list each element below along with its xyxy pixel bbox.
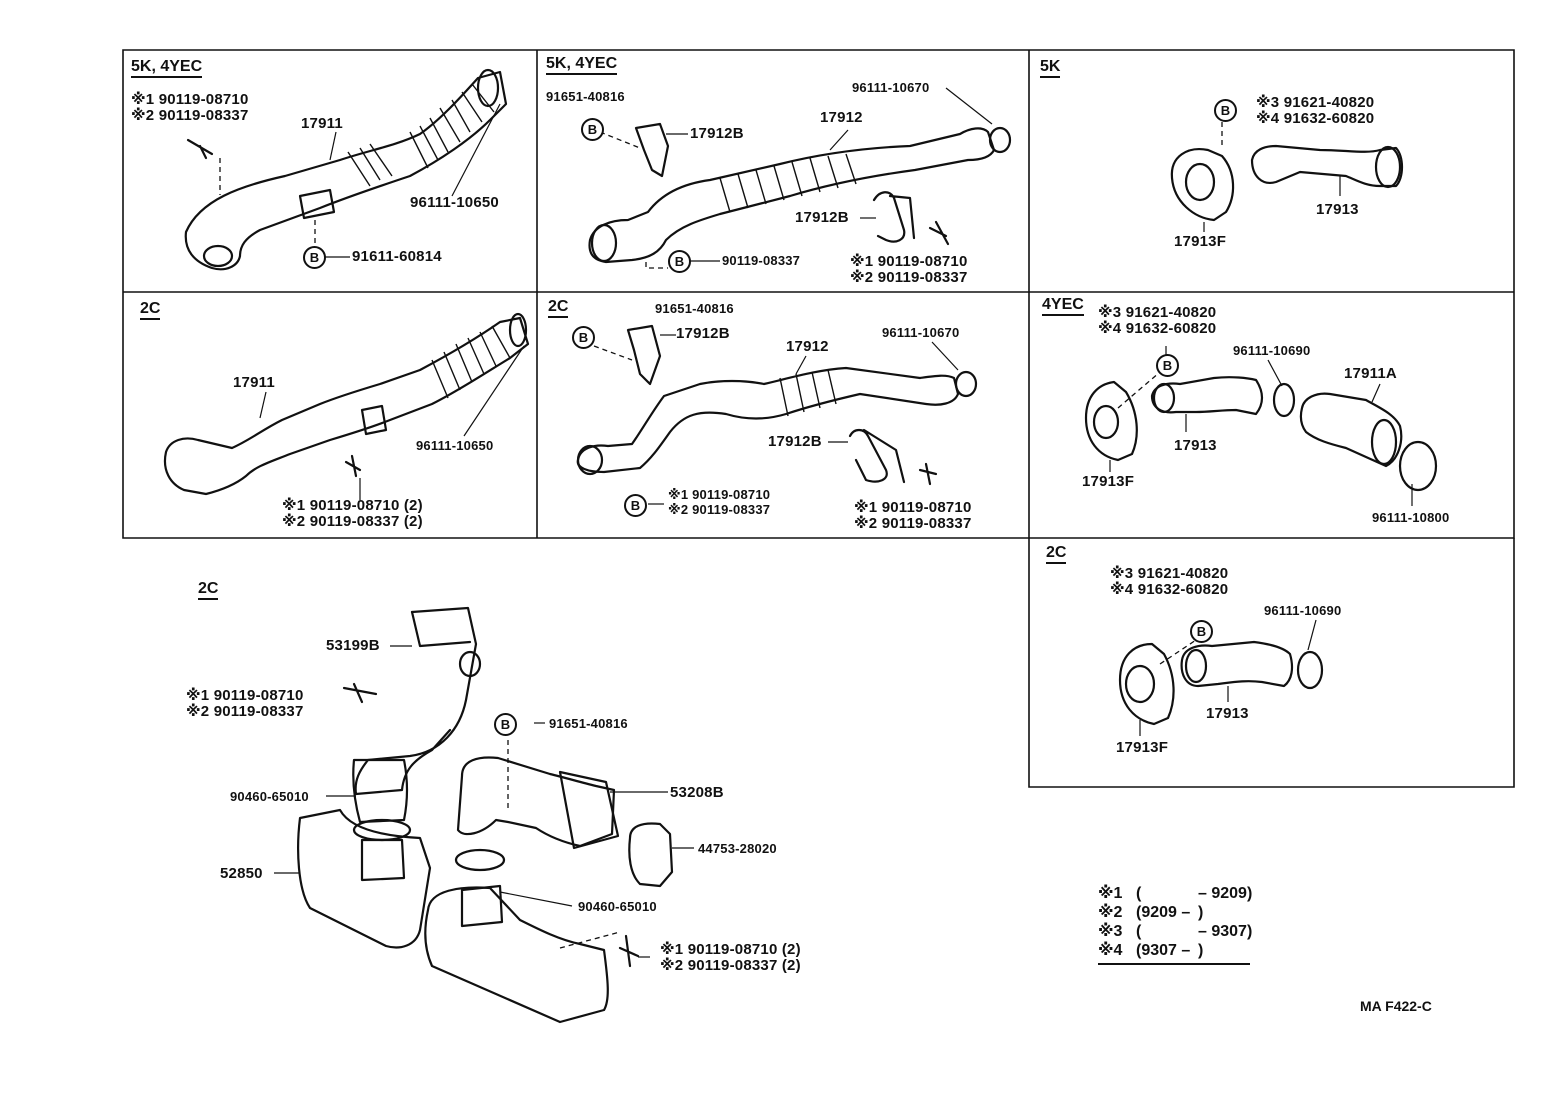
drawing-code: MA F422-C [1360, 998, 1432, 1014]
date-code-legend: ※1 ( – 9209) ※2 (9209 –) ※3 ( – 9307) ※4 (9307… [1098, 884, 1253, 965]
panel3-bolt-b-marker: B [1214, 99, 1237, 122]
panel6-part-clamp-a: 96111-10690 [1233, 343, 1311, 358]
panel8-part-clamp-a: 90460-65010 [230, 789, 309, 804]
panel7-note-4: ※4 91632-60820 [1110, 581, 1229, 598]
panel8-title: 2C [198, 580, 219, 600]
legend-row: ※3 ( – 9307) [1098, 922, 1253, 941]
panel-grid [122, 49, 1515, 788]
panel2-note-1: ※1 90119-08710 [850, 253, 968, 270]
panel7-part-clamp: 96111-10690 [1264, 603, 1342, 618]
panel1-part-clamp: 96111-10650 [410, 194, 499, 211]
panel5-note-1b: ※1 90119-08710 [854, 499, 972, 516]
panel6-title: 4YEC [1042, 296, 1084, 316]
panel8-note-2b: ※2 90119-08337 (2) [660, 957, 801, 974]
panel4-title: 2C [140, 300, 161, 320]
hose-17912-drawing [588, 87, 1012, 269]
legend-from: (9307 – [1136, 942, 1191, 959]
panel6-part-17911a: 17911A [1344, 365, 1397, 382]
legend-row: ※4 (9307 –) [1098, 941, 1250, 960]
panel1-bolt-b-marker: B [303, 246, 326, 269]
hose-17911a-drawing [1084, 346, 1438, 506]
panel6-bolt-b-marker: B [1156, 354, 1179, 377]
legend-from: ( [1136, 923, 1142, 940]
panel6-part-clamp-b: 96111-10800 [1372, 510, 1450, 525]
panel3-note-3: ※3 91621-40820 [1256, 94, 1375, 111]
panel3-part-17913f: 17913F [1174, 233, 1227, 250]
legend-to: ) [1198, 942, 1204, 959]
panel1-part-b: 91611-60814 [352, 248, 442, 265]
panel8-part-52850: 52850 [220, 865, 263, 882]
panel6-note-3: ※3 91621-40820 [1098, 304, 1217, 321]
panel8-note-1b: ※1 90119-08710 (2) [660, 941, 801, 958]
panel5-part-17912: 17912 [786, 338, 829, 355]
panel2-bracket-17912b: 17912B [690, 125, 744, 142]
legend-from: ( [1136, 885, 1142, 902]
panel6-part-17913f: 17913F [1082, 473, 1135, 490]
legend-to: ) [1198, 904, 1204, 921]
panel2-note-2: ※2 90119-08337 [850, 269, 968, 286]
legend-row: ※2 (9209 –) [1098, 903, 1250, 922]
panel5-part-clamp: 96111-10670 [882, 325, 960, 340]
panel1-part-17911: 17911 [301, 115, 343, 132]
panel1-title: 5K, 4YEC [131, 58, 203, 78]
panel8-part-53199b: 53199B [326, 637, 380, 654]
panel5-bracket-17912b-lower: 17912B [768, 433, 822, 450]
panel5-bolt-b-top-marker: B [572, 326, 595, 349]
legend-mark: ※3 [1098, 923, 1123, 940]
panel5-bolt-b-bottom-marker: B [624, 494, 647, 517]
panel2-part-17912: 17912 [820, 109, 863, 126]
legend-mark: ※1 [1098, 885, 1123, 902]
hose-17911-drawing [184, 68, 508, 271]
panel5-note-2b: ※2 90119-08337 [854, 515, 972, 532]
panel8-part-53208b: 53208B [670, 784, 724, 801]
hose-17911-2c-drawing [163, 312, 530, 500]
panel5-note-2a: ※2 90119-08337 [668, 502, 771, 517]
panel3-part-17913: 17913 [1316, 201, 1359, 218]
panel6-note-4: ※4 91632-60820 [1098, 320, 1217, 337]
legend-to: – 9209) [1198, 885, 1253, 902]
legend-to: – 9307) [1198, 923, 1253, 940]
panel4-part-17911: 17911 [233, 374, 275, 391]
panel8-note-1: ※1 90119-08710 [186, 687, 304, 704]
panel1-note-1: ※1 90119-08710 [131, 91, 249, 108]
panel7-title: 2C [1046, 544, 1067, 564]
panel8-part-clamp-b: 90460-65010 [578, 899, 657, 914]
hose-17913-2c-drawing [1118, 619, 1324, 736]
panel2-bolt-b-bottom-marker: B [668, 250, 691, 273]
panel2-title: 5K, 4YEC [546, 55, 618, 75]
panel7-note-3: ※3 91621-40820 [1110, 565, 1229, 582]
panel5-bracket-17912b: 17912B [676, 325, 730, 342]
legend-row: ※1 ( – 9209) [1098, 884, 1253, 903]
panel4-note-2: ※2 90119-08337 (2) [282, 513, 423, 530]
panel3-title: 5K [1040, 58, 1061, 78]
panel3-note-4: ※4 91632-60820 [1256, 110, 1375, 127]
resonator-assembly-drawing [274, 606, 694, 1024]
panel5-part-b-top: 91651-40816 [655, 301, 734, 316]
panel2-bracket-17912b-lower: 17912B [795, 209, 849, 226]
panel4-part-clamp: 96111-10650 [416, 438, 494, 453]
hose-17912-2c-drawing [576, 324, 978, 505]
legend-mark: ※4 [1098, 942, 1123, 959]
panel5-note-1a: ※1 90119-08710 [668, 487, 771, 502]
panel6-part-17913: 17913 [1174, 437, 1217, 454]
panel7-part-17913f: 17913F [1116, 739, 1169, 756]
panel2-part-b-bottom: 90119-08337 [722, 253, 801, 268]
panel8-note-2: ※2 90119-08337 [186, 703, 304, 720]
panel8-part-seal: 44753-28020 [698, 841, 777, 856]
panel5-title: 2C [548, 298, 569, 318]
panel8-part-b: 91651-40816 [549, 716, 628, 731]
panel2-bolt-b-top-marker: B [581, 118, 604, 141]
panel4-note-1: ※1 90119-08710 (2) [282, 497, 423, 514]
panel2-part-b-top: 91651-40816 [546, 89, 625, 104]
panel7-part-17913: 17913 [1206, 705, 1249, 722]
panel1-note-2: ※2 90119-08337 [131, 107, 249, 124]
panel8-bolt-b-marker: B [494, 713, 517, 736]
panel2-part-clamp: 96111-10670 [852, 80, 930, 95]
legend-mark: ※2 [1098, 904, 1123, 921]
panel7-bolt-b-marker: B [1190, 620, 1213, 643]
legend-from: (9209 – [1136, 904, 1191, 921]
hose-17913-drawing [1170, 122, 1404, 232]
